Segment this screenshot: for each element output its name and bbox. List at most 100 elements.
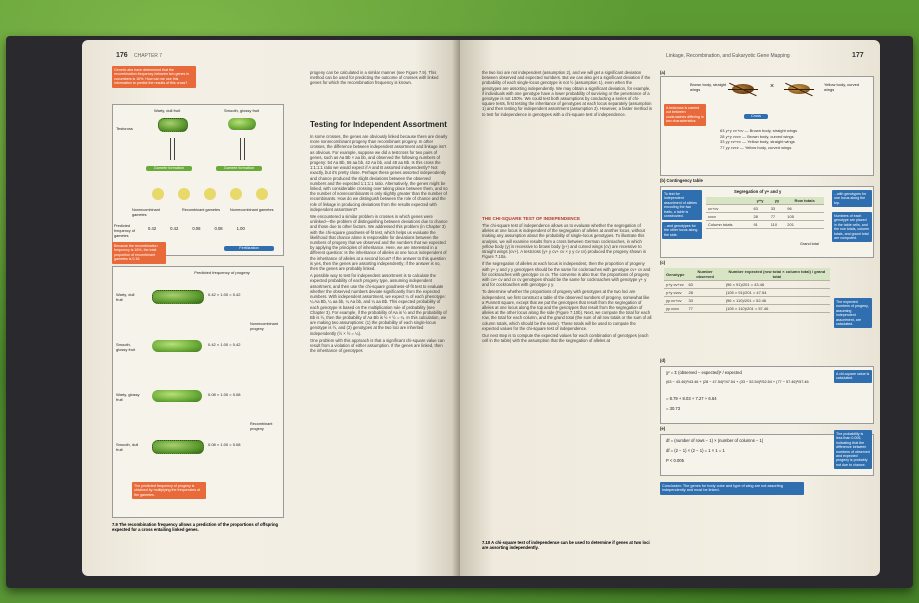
figure-top-note: Genetic abs have determined that the rec… xyxy=(112,66,196,88)
part-b-note-1: To test for independent assortment of al… xyxy=(662,190,702,221)
part-e-label: (e) xyxy=(660,426,666,431)
table-row: y+y cvcv 28 (105 × 91)/201 = 47.54 xyxy=(664,288,830,297)
gamete-circles xyxy=(152,188,272,200)
parent-left-label: Brown body, straight wings xyxy=(690,82,727,92)
progeny-count: 33 xyxy=(720,139,725,144)
paragraph: progeny can be calculated in a similar m… xyxy=(310,70,439,86)
figure-bottom-note: The predicted frequency of progeny is ob… xyxy=(132,482,206,500)
table-row: cvcv 28 77 105 xyxy=(706,212,824,221)
progeny-count: 28 xyxy=(720,133,725,139)
paragraph: One problem with this approach is that a… xyxy=(310,337,445,354)
table-cell: (105 × 91)/201 = 47.54 xyxy=(723,288,830,297)
table-cell: (96 × 91)/201 = 43.46 xyxy=(723,280,830,289)
progeny-phenotype: Brown body, curved wings xyxy=(747,133,794,139)
table-cell: 110 xyxy=(768,220,786,229)
chi-terms: (63 − 43.46)²/43.46 + (28 − 47.54)²/47.5… xyxy=(666,380,809,384)
figure-mid-note: Because the recombination frequency is 1… xyxy=(112,242,166,264)
progeny-genotype: y+y cv+cv xyxy=(725,128,744,133)
left-page-number: 176 xyxy=(116,52,128,59)
paragraph: To determine whether the proportions of … xyxy=(482,289,652,331)
part-e-note: The probability is less than 0.005, indi… xyxy=(834,430,872,470)
part-b-note-3: ...and genotypes for the other locus alo… xyxy=(662,222,702,240)
paragraph: If the segregation of alleles at each lo… xyxy=(482,261,651,288)
figure-7-9-caption: 7.9 The recombination frequency allows a… xyxy=(112,522,282,532)
chi-result: = 30.73 xyxy=(666,406,681,411)
gamete-icon xyxy=(178,188,190,200)
expected-table: Genotype Number observed Number expected… xyxy=(664,268,830,313)
table-cell: cvcv xyxy=(706,212,752,221)
part-b-note-4: ...with genotypes for one locus along th… xyxy=(832,190,872,208)
cucumber-smooth-icon xyxy=(152,340,202,352)
table-cell: cv+cv xyxy=(706,204,752,213)
contingency-table: y+y yy Row totals cv+cv 63 33 96 cvcv 28… xyxy=(706,197,824,229)
caption-text: 7.10 A chi-square test of independence c… xyxy=(482,540,650,550)
table-row: yy cvcv 77 (105 × 110)/201 = 57.46 xyxy=(664,304,830,313)
fertilization-label: Fertilization xyxy=(224,246,274,251)
part-a-panel xyxy=(660,76,874,176)
caption-text: 7.9 The recombination frequency allows a… xyxy=(112,522,279,532)
expected-header: Number expected (row total × column tota… xyxy=(723,268,830,281)
chromosome-icon xyxy=(174,138,175,160)
contingency-title: Segregation of y+ and y xyxy=(734,189,782,194)
gamete-frequencies: 0.42 0.42 0.08 0.08 1.00 xyxy=(148,226,245,231)
part-a-label: (a) xyxy=(660,70,666,75)
progeny-label: Warty, glossy fruit xyxy=(116,392,140,402)
subheading: THE CHI-SQUARE TEST OF INDEPENDENCE xyxy=(482,216,581,221)
paragraph: In some crosses, the genes are obviously… xyxy=(310,134,448,212)
progeny-phenotype: Yellow body, curved wings xyxy=(744,144,792,150)
df-text: df = (number of rows − 1) × (number of c… xyxy=(666,438,764,443)
gamete-frequency: 0.42 xyxy=(148,226,157,231)
left-body-text: In some crosses, the genes are obviously… xyxy=(310,134,448,564)
progeny-genotype: yy cv+cv xyxy=(725,139,742,144)
progeny-phenotype: Yellow body, straight wings xyxy=(747,139,795,144)
recombinant-label: Recombinant gametes xyxy=(182,208,220,212)
part-b-label: (b) Contingency table xyxy=(660,178,703,183)
gamete-frequency: 0.08 xyxy=(214,226,223,231)
gamete-formation-2: Gamete formation xyxy=(216,166,262,171)
expected-header-row: Genotype Number observed Number expected… xyxy=(664,268,830,281)
progeny-list: 63 y+y cv+cv — Brown body, straight wing… xyxy=(720,128,870,150)
progeny-label: Smooth, glossy fruit xyxy=(116,342,136,352)
cucumber-smooth-icon xyxy=(228,118,256,130)
part-d-note: A chi-square value is calculated. xyxy=(834,370,872,383)
gamete-icon xyxy=(230,188,242,200)
progeny-frequency: 0.42 × 1.00 = 0.42 xyxy=(208,342,241,347)
progeny-count: 63 xyxy=(720,128,725,133)
part-d-label: (d) xyxy=(660,358,666,363)
progeny-row: 33 yy cv+cv — Yellow body, straight wing… xyxy=(720,139,795,144)
table-cell: 33 xyxy=(768,204,786,213)
gamete-frequency: 1.00 xyxy=(236,226,245,231)
nonrecombinant-label: Nonrecombinant gametes xyxy=(132,208,160,217)
left-page: 176 CHAPTER 7 Genetic abs have determine… xyxy=(82,40,460,576)
recombinant-progeny-label: Recombinant progeny xyxy=(250,422,273,431)
paragraph: the two loci are not independent (assump… xyxy=(482,70,652,117)
table-cell: 33 xyxy=(686,296,724,305)
cucumber-glossy-icon xyxy=(152,390,202,402)
predicted-progeny-label: Predicted frequency of progeny xyxy=(194,270,250,275)
right-page: Linkage, Recombination, and Eukaryotic G… xyxy=(460,40,880,576)
paragraph: A possible way to test for independent a… xyxy=(310,273,447,336)
table-cell: 77 xyxy=(686,304,724,313)
cockroach-brown-icon xyxy=(728,84,758,94)
progeny-frequency: 0.08 × 1.00 = 0.08 xyxy=(208,442,241,447)
section-heading: Testing for Independent Assortment xyxy=(310,120,447,129)
table-cell: 63 xyxy=(686,280,724,289)
table-cell: yy cv+cv xyxy=(664,296,687,305)
table-cell: 96 xyxy=(785,204,824,213)
figure-top-panel xyxy=(112,104,284,256)
progeny-row: 28 y+y cvcv — Brown body, curved wings xyxy=(720,133,794,139)
right-body-intro: the two loci are not independent (assump… xyxy=(482,70,652,220)
figure-7-9: Genetic abs have determined that the rec… xyxy=(112,66,284,556)
running-head: Linkage, Recombination, and Eukaryotic G… xyxy=(666,53,790,59)
table-cell: 201 xyxy=(785,220,824,229)
table-row: y+y cv+cv 63 (96 × 91)/201 = 43.46 xyxy=(664,280,830,289)
part-c-label: (c) xyxy=(660,260,666,265)
gamete-icon xyxy=(152,188,164,200)
nonrecombinant-label-2: Nonrecombinant gametes xyxy=(230,208,274,212)
table-row: Column totals 91 110 201 xyxy=(706,220,824,229)
gamete-frequency: 0.42 xyxy=(170,226,179,231)
grand-total-label: Grand total xyxy=(800,242,819,246)
contingency-header xyxy=(706,197,752,205)
cucumber-dull-icon xyxy=(152,440,204,454)
cucumber-warty-icon xyxy=(152,290,204,304)
